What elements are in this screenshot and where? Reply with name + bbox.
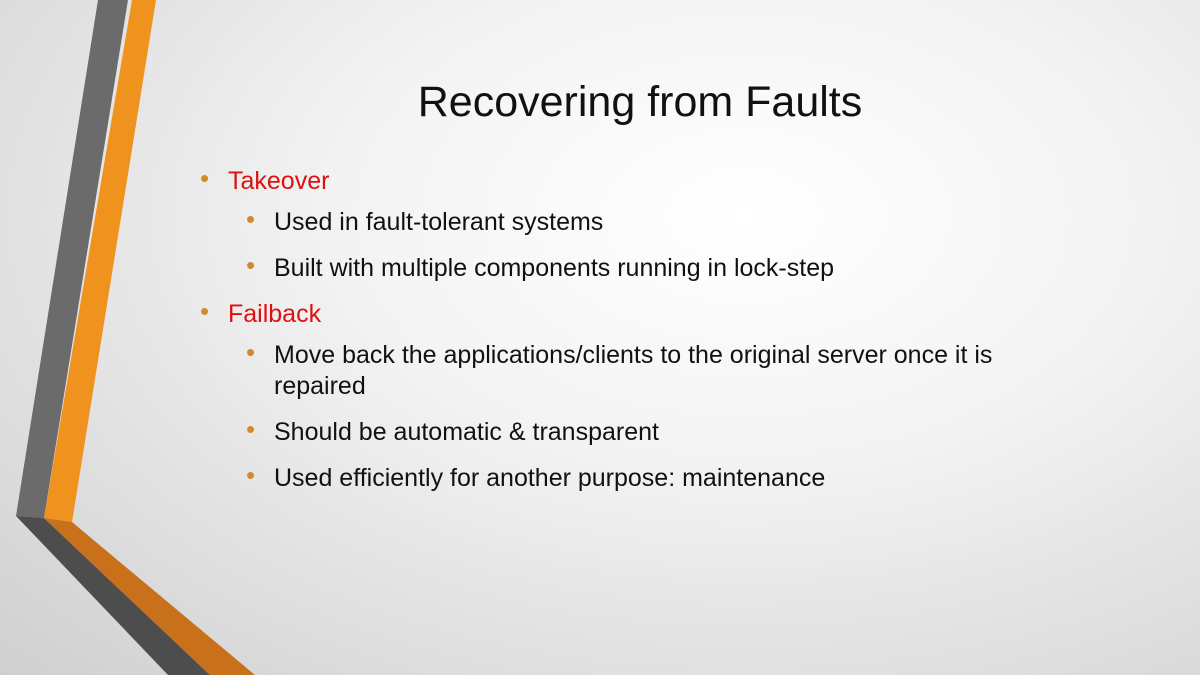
bullet-icon: •	[246, 337, 256, 367]
sub-list: • Move back the applications/clients to …	[228, 337, 1120, 494]
bullet-icon: •	[246, 204, 256, 234]
list-item-takeover: • Takeover • Used in fault-tolerant syst…	[200, 163, 1120, 284]
bullet-icon: •	[200, 296, 210, 326]
list-item-label: Failback	[228, 300, 322, 328]
list-item-label: Takeover	[228, 167, 330, 195]
bullet-list: • Takeover • Used in fault-tolerant syst…	[200, 163, 1120, 509]
gray-stripe-diagonal	[16, 516, 210, 675]
bullet-icon: •	[246, 460, 256, 490]
slide-title: Recovering from Faults	[417, 78, 863, 126]
sub-item: • Used in fault-tolerant systems	[246, 204, 1064, 238]
sub-item: • Should be automatic & transparent	[246, 414, 1064, 448]
list-item-failback: • Failback • Move back the applications/…	[200, 296, 1120, 494]
orange-stripe-vertical	[44, 0, 156, 522]
sub-item-label: Built with multiple components running i…	[274, 254, 834, 282]
gray-stripe-vertical	[16, 0, 128, 518]
orange-stripe-diagonal	[44, 518, 255, 675]
sub-list: • Used in fault-tolerant systems • Built…	[228, 204, 1120, 284]
sub-item-label: Used in fault-tolerant systems	[274, 208, 604, 236]
sub-item: • Move back the applications/clients to …	[246, 337, 1064, 402]
sub-item-label: Should be automatic & transparent	[274, 418, 659, 446]
bullet-icon: •	[200, 163, 210, 193]
sub-item: • Used efficiently for another purpose: …	[246, 460, 1064, 494]
bullet-icon: •	[246, 414, 256, 444]
bullet-icon: •	[246, 250, 256, 280]
sub-item: • Built with multiple components running…	[246, 250, 1064, 284]
sub-item-label: Used efficiently for another purpose: ma…	[274, 464, 826, 492]
sub-item-label: Move back the applications/clients to th…	[274, 341, 993, 400]
